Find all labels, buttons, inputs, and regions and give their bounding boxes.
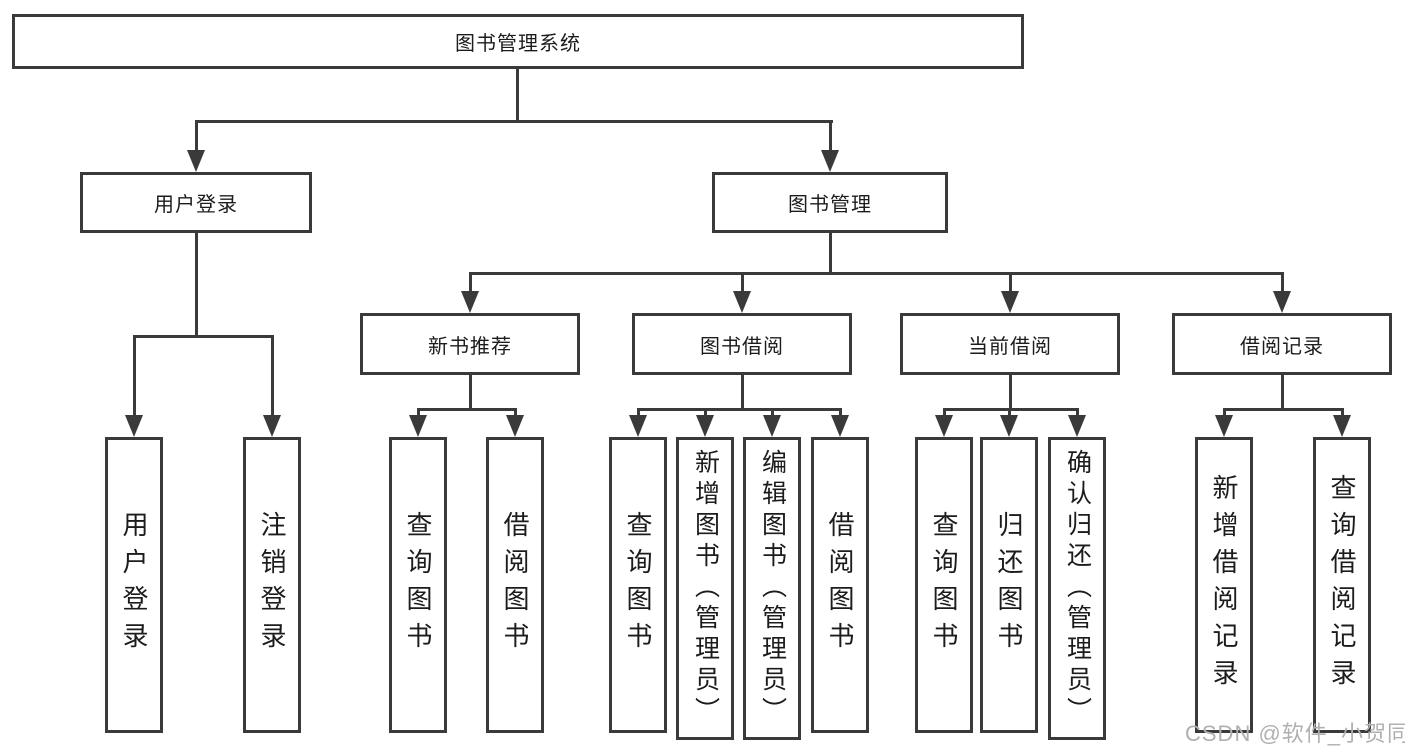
- node-borrow-records-label: 借阅记录: [1240, 335, 1324, 358]
- arrowhead-icon: [935, 415, 953, 437]
- node-current-borrow: 当前借阅: [900, 313, 1120, 375]
- line-v: [1076, 408, 1079, 420]
- node-current-borrow-label: 当前借阅: [968, 335, 1052, 358]
- node-leaf-bb-borrow-book: 借阅图书: [811, 437, 869, 733]
- node-leaf-bb-add-book: 新增图书（管理员）: [676, 437, 734, 740]
- arrowhead-icon: [821, 150, 839, 172]
- line-v: [133, 335, 136, 419]
- line-h: [417, 408, 517, 411]
- line-v: [514, 408, 517, 420]
- arrowhead-icon: [1215, 415, 1233, 437]
- node-leaf-cb-confirm-return: 确认归还（管理员）: [1048, 437, 1106, 740]
- line-v: [469, 272, 472, 293]
- node-leaf-logout: 注销登录: [243, 437, 301, 733]
- node-leaf-bb-edit-book-label: 编辑图书（管理员）: [758, 449, 787, 728]
- line-h: [469, 272, 1284, 275]
- line-h: [637, 408, 842, 411]
- node-leaf-rec-query-book: 查询图书: [389, 437, 447, 733]
- line-v: [469, 375, 472, 408]
- line-v: [829, 120, 832, 154]
- node-root-label: 图书管理系统: [455, 33, 581, 55]
- arrowhead-icon: [461, 291, 479, 313]
- line-v: [943, 408, 946, 420]
- node-book-management-label: 图书管理: [788, 194, 872, 216]
- node-leaf-bb-query-book-label: 查询图书: [623, 511, 653, 659]
- line-v: [1008, 408, 1011, 420]
- node-leaf-cb-return-book: 归还图书: [980, 437, 1038, 733]
- line-v: [271, 335, 274, 419]
- node-new-book-recommend-label: 新书推荐: [428, 335, 512, 358]
- node-leaf-cb-query-book: 查询图书: [915, 437, 973, 733]
- arrowhead-icon: [1068, 415, 1086, 437]
- arrowhead-icon: [733, 291, 751, 313]
- node-leaf-bb-query-book: 查询图书: [609, 437, 667, 733]
- arrowhead-icon: [629, 415, 647, 437]
- node-leaf-bb-borrow-book-label: 借阅图书: [825, 511, 855, 659]
- node-user-login: 用户登录: [80, 172, 312, 233]
- arrowhead-icon: [263, 415, 281, 437]
- arrowhead-icon: [187, 150, 205, 172]
- arrowhead-icon: [1333, 415, 1351, 437]
- line-v: [1009, 272, 1012, 293]
- line-h: [195, 120, 833, 123]
- line-h: [1223, 408, 1344, 411]
- arrowhead-icon: [125, 415, 143, 437]
- line-h: [133, 335, 274, 338]
- arrowhead-icon: [831, 415, 849, 437]
- line-v: [195, 120, 198, 154]
- line-h: [943, 408, 1079, 411]
- node-leaf-user-login-label: 用户登录: [119, 511, 149, 659]
- arrowhead-icon: [763, 415, 781, 437]
- arrowhead-icon: [1001, 291, 1019, 313]
- arrowhead-icon: [1273, 291, 1291, 313]
- arrowhead-icon: [1000, 415, 1018, 437]
- arrowhead-icon: [506, 415, 524, 437]
- node-leaf-user-login: 用户登录: [105, 437, 163, 733]
- node-leaf-bb-edit-book: 编辑图书（管理员）: [743, 437, 801, 740]
- node-leaf-cb-confirm-return-label: 确认归还（管理员）: [1063, 449, 1092, 728]
- node-root: 图书管理系统: [12, 14, 1024, 69]
- node-leaf-br-query-record-label: 查询借阅记录: [1327, 474, 1357, 696]
- line-v: [1009, 375, 1012, 408]
- node-leaf-rec-borrow-book: 借阅图书: [486, 437, 544, 733]
- node-leaf-br-query-record: 查询借阅记录: [1313, 437, 1371, 733]
- line-v: [417, 408, 420, 420]
- line-v: [1281, 375, 1284, 408]
- line-v: [1223, 408, 1226, 420]
- line-v: [741, 272, 744, 293]
- node-leaf-br-add-record: 新增借阅记录: [1195, 437, 1253, 733]
- line-v: [704, 408, 707, 420]
- line-v: [637, 408, 640, 420]
- node-leaf-rec-borrow-book-label: 借阅图书: [500, 511, 530, 659]
- line-v: [771, 408, 774, 420]
- node-book-borrow: 图书借阅: [632, 313, 852, 375]
- node-leaf-cb-return-book-label: 归还图书: [994, 511, 1024, 659]
- node-leaf-rec-query-book-label: 查询图书: [403, 511, 433, 659]
- arrowhead-icon: [696, 415, 714, 437]
- node-book-borrow-label: 图书借阅: [700, 335, 784, 358]
- node-leaf-logout-label: 注销登录: [257, 511, 287, 659]
- arrowhead-icon: [409, 415, 427, 437]
- line-v: [1281, 272, 1284, 293]
- node-leaf-cb-query-book-label: 查询图书: [929, 511, 959, 659]
- line-v: [195, 233, 198, 335]
- line-v: [829, 233, 832, 272]
- node-new-book-recommend: 新书推荐: [360, 313, 580, 375]
- node-leaf-br-add-record-label: 新增借阅记录: [1209, 474, 1239, 696]
- node-book-management: 图书管理: [712, 172, 948, 233]
- node-user-login-label: 用户登录: [154, 194, 238, 216]
- line-v: [741, 375, 744, 408]
- line-v: [839, 408, 842, 420]
- csdn-watermark: CSDN @软件_小贺同学: [1185, 721, 1405, 746]
- node-leaf-bb-add-book-label: 新增图书（管理员）: [691, 449, 720, 728]
- line-v: [1341, 408, 1344, 420]
- line-v: [516, 69, 519, 121]
- node-borrow-records: 借阅记录: [1172, 313, 1392, 375]
